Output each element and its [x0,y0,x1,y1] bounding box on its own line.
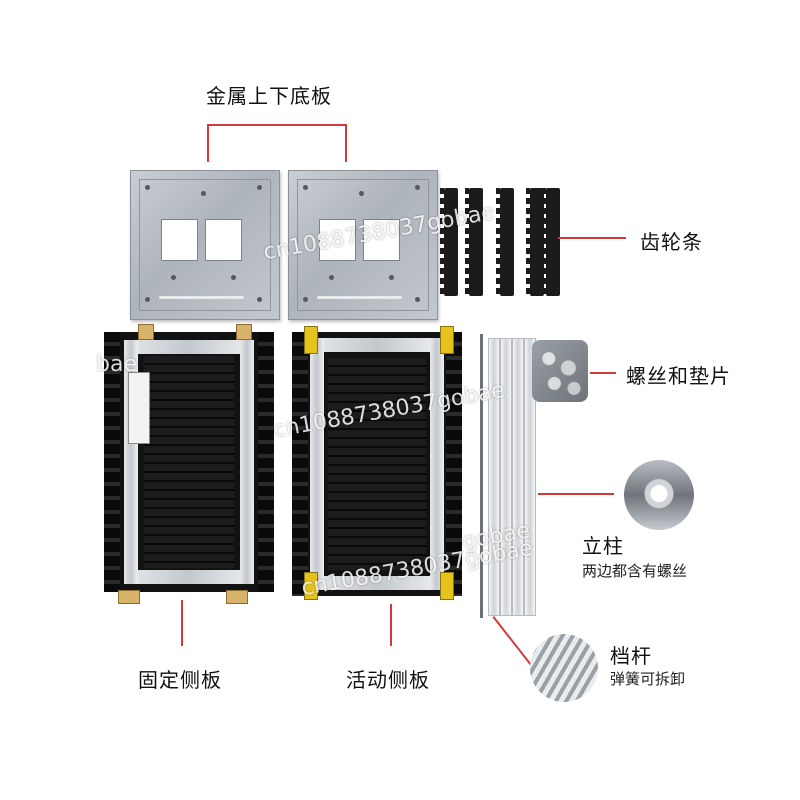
bracket-fixed-bottom-right [226,590,248,604]
label-screws-washers: 螺丝和垫片 [626,364,731,388]
threaded-rod [480,334,483,618]
gear-rack-4 [526,188,544,296]
callout-line-fixed-panel [181,600,183,646]
label-column: 立柱 [582,534,624,558]
gear-rack-5 [542,188,560,296]
callout-line-column [538,493,614,495]
yellow-tab-bottom-left [304,572,318,600]
bracket-fixed-top-left [138,324,154,340]
label-column-note: 两边都含有螺丝 [582,562,688,580]
bracket-fixed-top-right [236,324,252,340]
label-movable-side-panel: 活动侧板 [346,668,430,692]
yellow-tab-top-right [440,326,454,354]
gear-rack-2 [465,188,483,296]
column-pole-1 [488,338,500,616]
label-gear-rack: 齿轮条 [640,230,703,254]
column-pole-3 [512,338,524,616]
metal-plate-right [288,170,438,320]
movable-side-panel [292,332,462,596]
callout-line-movable-panel [390,604,392,646]
metal-plate-left [130,170,280,320]
gear-rack-1 [440,188,458,296]
yellow-tab-bottom-right [440,572,454,600]
column-pole-2 [500,338,512,616]
label-stop-bar: 档杆 [610,644,652,668]
callout-line-plates-left [207,124,209,162]
watermark-2: bae [96,352,137,377]
bracket-fixed-bottom-left [118,590,140,604]
label-stop-bar-note: 弹簧可拆卸 [610,670,686,688]
stop-bar-spring-detail [530,634,598,702]
label-fixed-side-panel: 固定侧板 [138,668,222,692]
screws-bag [532,340,588,402]
column-profile-detail [624,460,694,530]
fixed-side-panel [104,332,274,592]
callout-line-plates-top [207,124,347,126]
callout-line-plates-right [345,124,347,162]
label-metal-plates: 金属上下底板 [206,84,332,108]
yellow-tab-top-left [304,326,318,354]
callout-line-screws [590,372,616,374]
gear-rack-3 [496,188,514,296]
callout-line-gear-rack [558,237,626,239]
column-pole-4 [524,338,536,616]
